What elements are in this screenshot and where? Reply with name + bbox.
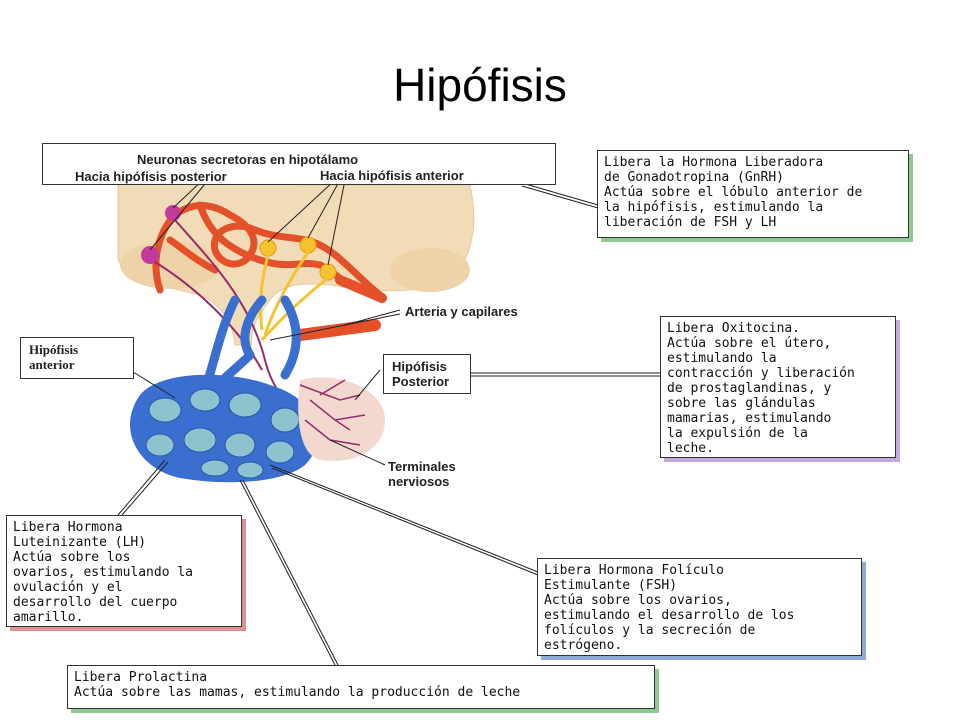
neuron-body-posterior-2: [141, 246, 159, 264]
arteria-label: Arteria y capilares: [405, 304, 518, 319]
neuron-body-anterior-1: [259, 239, 277, 257]
neuron-body-anterior-2: [299, 236, 317, 254]
page-title: Hipófisis: [393, 59, 567, 111]
prolactina-callout: Libera Prolactina Actúa sobre las mamas,…: [67, 665, 655, 709]
arteria-vessel: [294, 319, 381, 341]
neuron-body-anterior-3: [319, 263, 337, 281]
gnrh-callout: Libera la Hormona Liberadora de Gonadotr…: [597, 150, 909, 238]
hipofisis-posterior-label: Hipófisis Posterior: [383, 354, 471, 394]
fsh-callout: Libera Hormona Folículo Estimulante (FSH…: [537, 558, 862, 656]
hacia-posterior-label: Hacia hipófisis posterior: [75, 169, 227, 184]
neuronas-label-box: [42, 143, 556, 185]
hypothalamus-artery-right: [335, 275, 387, 303]
hacia-anterior-label: Hacia hipófisis anterior: [320, 168, 464, 183]
posterior-nerve-terminals: [299, 379, 366, 446]
hypothalamus-right-lobe: [390, 248, 470, 292]
lh-callout: Libera Hormona Luteinizante (LH) Actúa s…: [6, 515, 242, 627]
terminales-label: Terminales nerviosos: [388, 459, 456, 489]
oxitocina-callout: Libera Oxitocina. Actúa sobre el útero, …: [660, 316, 896, 458]
leader-lines: [117, 177, 660, 666]
hipofisis-anterior-label: Hipófisis anterior: [20, 337, 134, 379]
neuronas-label: Neuronas secretoras en hipotálamo: [137, 152, 359, 167]
anterior-sinusoids: [145, 388, 300, 479]
